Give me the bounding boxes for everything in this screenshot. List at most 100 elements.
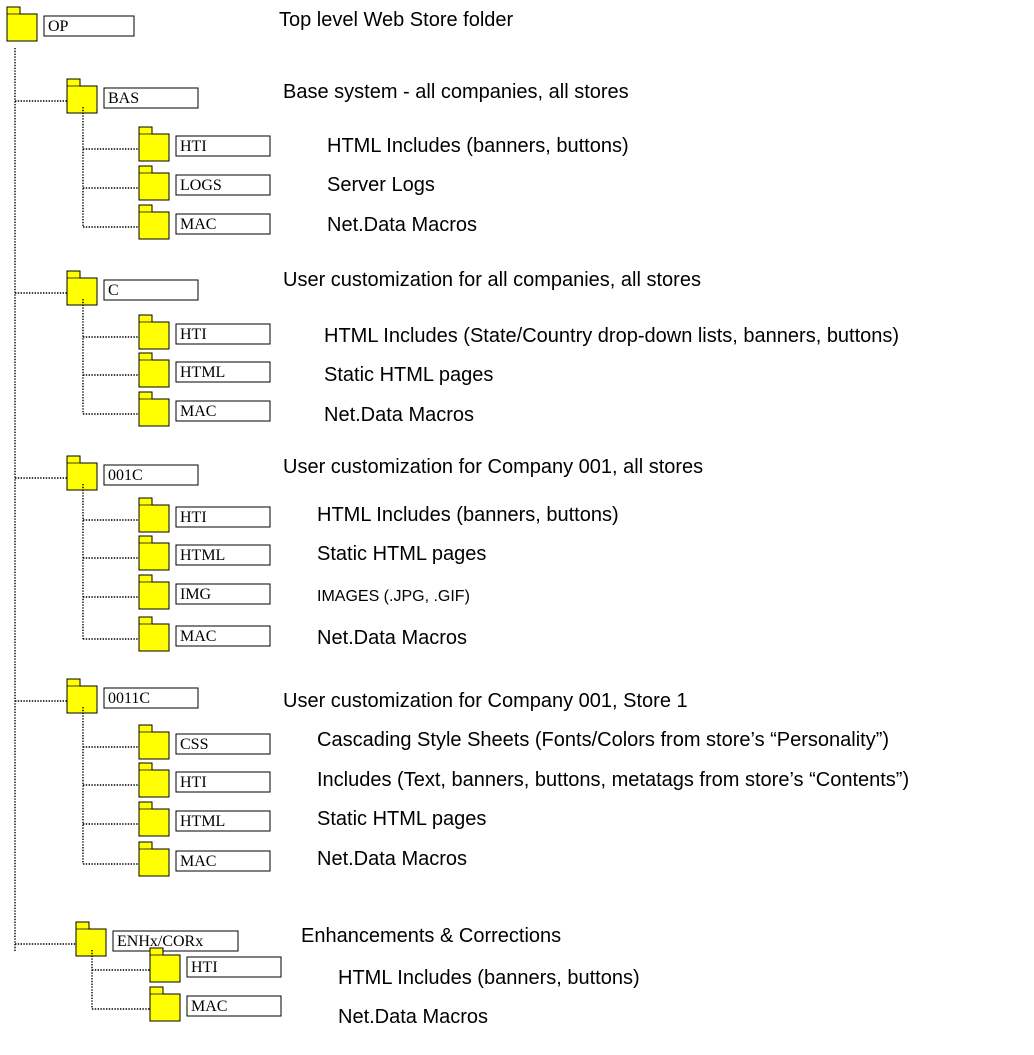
folder-icon bbox=[138, 126, 170, 162]
folder-node: MAC bbox=[138, 616, 271, 652]
folder-name: LOGS bbox=[180, 177, 222, 194]
folder-description: Enhancements & Corrections bbox=[301, 925, 562, 947]
folder-name-box bbox=[175, 544, 271, 566]
folder-name-box bbox=[175, 361, 271, 383]
folder-node: OP bbox=[6, 6, 135, 42]
folder-icon bbox=[66, 270, 98, 306]
folder-description: Net.Data Macros bbox=[324, 404, 475, 426]
folder-name-box bbox=[103, 464, 199, 486]
folder-name: HTI bbox=[191, 959, 218, 976]
folder-name: HTML bbox=[180, 547, 225, 564]
folder-node: HTML bbox=[138, 801, 271, 837]
folder-icon bbox=[138, 841, 170, 877]
folder-icon bbox=[138, 204, 170, 240]
folder-description: HTML Includes (banners, buttons) bbox=[327, 135, 629, 157]
folder-description: Net.Data Macros bbox=[317, 848, 468, 870]
folder-name-box bbox=[175, 506, 271, 528]
folder-name-box bbox=[186, 995, 282, 1017]
folder-name-box bbox=[175, 400, 271, 422]
folder-description: IMAGES (.JPG, .GIF) bbox=[317, 588, 470, 605]
folder-node: MAC bbox=[149, 986, 282, 1022]
folder-icon bbox=[138, 616, 170, 652]
folder-name: HTML bbox=[180, 364, 225, 381]
folder-node: HTI bbox=[149, 947, 282, 983]
folder-name-box bbox=[175, 625, 271, 647]
folder-name: MAC bbox=[180, 853, 216, 870]
folder-node: 001C bbox=[66, 455, 199, 491]
folder-node: HTI bbox=[138, 314, 271, 350]
folder-node: CSS bbox=[138, 724, 271, 760]
folder-icon bbox=[138, 352, 170, 388]
folder-icon bbox=[66, 678, 98, 714]
folder-description: HTML Includes (banners, buttons) bbox=[317, 504, 619, 526]
folder-name: C bbox=[108, 282, 119, 299]
folder-icon bbox=[138, 165, 170, 201]
folder-node: HTI bbox=[138, 126, 271, 162]
folder-name-box bbox=[175, 810, 271, 832]
folder-name-box bbox=[175, 323, 271, 345]
folder-description: Cascading Style Sheets (Fonts/Colors fro… bbox=[317, 729, 890, 751]
folder-name-box bbox=[186, 956, 282, 978]
folder-icon bbox=[138, 314, 170, 350]
folder-name: 0011C bbox=[108, 690, 150, 707]
folder-description: User customization for Company 001, Stor… bbox=[283, 690, 688, 712]
folder-description: HTML Includes (banners, buttons) bbox=[338, 967, 640, 989]
folder-name-box bbox=[112, 930, 239, 952]
folder-name: MAC bbox=[191, 998, 227, 1015]
folder-description: Top level Web Store folder bbox=[279, 9, 514, 31]
folder-node: HTML bbox=[138, 535, 271, 571]
folder-node: IMG bbox=[138, 574, 271, 610]
folder-description: Static HTML pages bbox=[317, 543, 487, 565]
folder-icon bbox=[149, 947, 181, 983]
folder-icon bbox=[138, 574, 170, 610]
folder-name-box bbox=[103, 279, 199, 301]
folder-name-box bbox=[175, 583, 271, 605]
folder-name-box bbox=[43, 15, 135, 37]
folder-icon bbox=[66, 78, 98, 114]
folder-description: Server Logs bbox=[327, 174, 435, 196]
folder-icon bbox=[149, 986, 181, 1022]
folder-name: HTI bbox=[180, 774, 207, 791]
folder-name: OP bbox=[48, 18, 69, 35]
folder-name: CSS bbox=[180, 736, 208, 753]
folder-icon bbox=[138, 497, 170, 533]
folder-name: MAC bbox=[180, 403, 216, 420]
folder-icon bbox=[138, 391, 170, 427]
folder-description: Static HTML pages bbox=[317, 808, 487, 830]
folder-name: BAS bbox=[108, 90, 139, 107]
folder-description: User customization for all companies, al… bbox=[283, 269, 701, 291]
folder-node: MAC bbox=[138, 391, 271, 427]
folder-node: HTI bbox=[138, 497, 271, 533]
folder-node: BAS bbox=[66, 78, 199, 114]
folder-name-box bbox=[175, 135, 271, 157]
folder-name-box bbox=[103, 87, 199, 109]
folder-name-box bbox=[175, 213, 271, 235]
folder-name-box bbox=[103, 687, 199, 709]
folder-description: Net.Data Macros bbox=[327, 214, 478, 236]
folder-icon bbox=[138, 801, 170, 837]
folder-description: Includes (Text, banners, buttons, metata… bbox=[317, 769, 910, 791]
folder-node: LOGS bbox=[138, 165, 271, 201]
folder-description: Net.Data Macros bbox=[338, 1006, 489, 1028]
folder-icon bbox=[66, 455, 98, 491]
folder-icon bbox=[6, 6, 38, 42]
folder-name: ENHx/CORx bbox=[117, 933, 203, 950]
folder-name-box bbox=[175, 733, 271, 755]
folder-description: Base system - all companies, all stores bbox=[283, 81, 629, 103]
folder-node: HTI bbox=[138, 762, 271, 798]
folder-node: MAC bbox=[138, 204, 271, 240]
folder-description: HTML Includes (State/Country drop-down l… bbox=[324, 325, 900, 347]
folder-node: ENHx/CORx bbox=[75, 921, 239, 957]
folder-node: HTML bbox=[138, 352, 271, 388]
folder-description: Static HTML pages bbox=[324, 364, 494, 386]
folder-description: User customization for Company 001, all … bbox=[283, 456, 704, 478]
folder-name-box bbox=[175, 850, 271, 872]
folder-name: 001C bbox=[108, 467, 143, 484]
folder-node: MAC bbox=[138, 841, 271, 877]
folder-node: 0011C bbox=[66, 678, 199, 714]
folder-icon bbox=[138, 724, 170, 760]
folder-name: MAC bbox=[180, 216, 216, 233]
folder-description: Net.Data Macros bbox=[317, 627, 468, 649]
folder-name-box bbox=[175, 771, 271, 793]
